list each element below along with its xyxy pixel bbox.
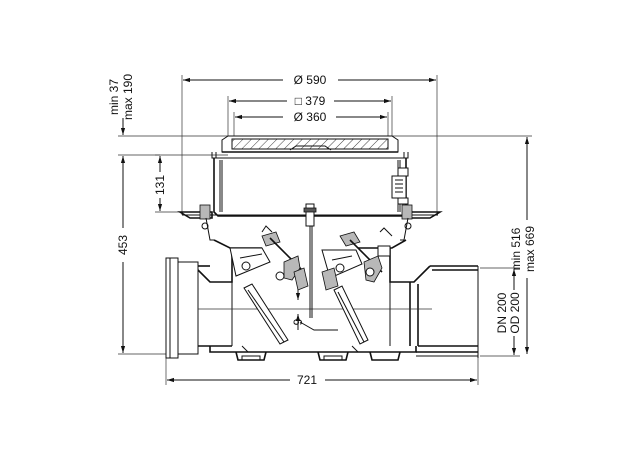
pipe-right	[409, 266, 479, 358]
backflow-flaps	[229, 203, 393, 353]
dim-pipe-dn: DN 200	[495, 292, 509, 333]
pipe-left	[165, 257, 232, 359]
dim-max-right: max 669	[523, 226, 537, 272]
dimension-labels: Ø 590 □ 379 Ø 360 min 37 max 190 131 453…	[107, 73, 537, 387]
dim-pipe-od: OD 200	[508, 292, 522, 334]
dim-cover-height: 131	[153, 175, 167, 195]
dim-min-top: min 37	[107, 79, 121, 115]
dim-min-right: min 516	[509, 227, 523, 270]
dim-max-top: max 190	[121, 74, 135, 120]
cover-grate	[211, 135, 409, 159]
dimension-lines	[118, 75, 532, 385]
dim-length: 721	[297, 373, 317, 387]
riser-body	[177, 158, 443, 241]
dim-square: □ 379	[295, 94, 326, 108]
dim-total-height: 453	[116, 235, 130, 255]
dim-inner-diameter: Ø 360	[294, 110, 327, 124]
dim-top-diameter: Ø 590	[294, 73, 327, 87]
dim-offset: 9	[291, 318, 305, 325]
